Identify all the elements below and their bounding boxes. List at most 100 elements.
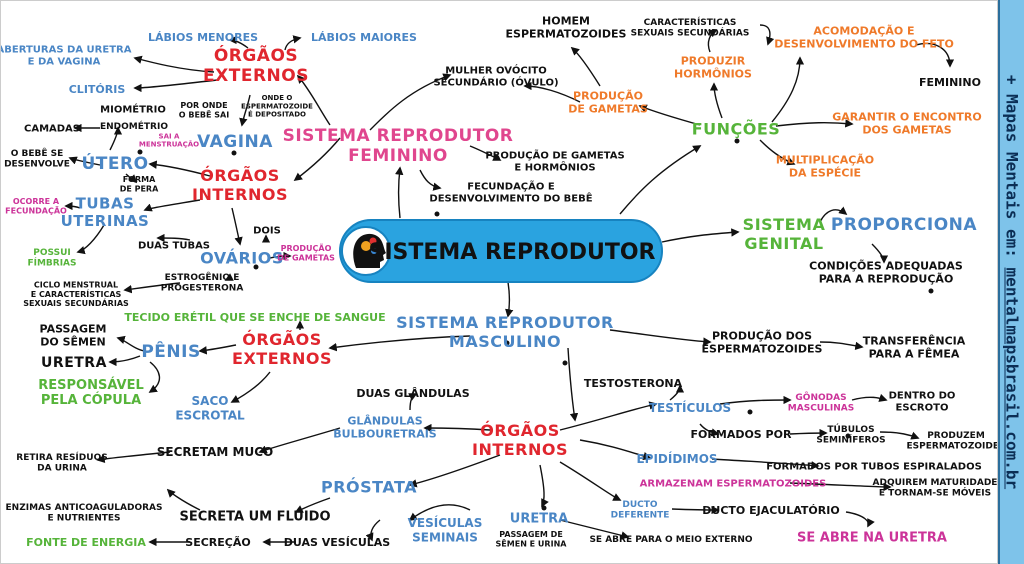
label-line: DENTRO DO <box>889 391 956 402</box>
label-line: ESCROTAL <box>175 408 245 422</box>
connector-arrow <box>293 137 341 182</box>
label-line: URETRA <box>41 355 107 371</box>
label-labios-mai: LÁBIOS MAIORES <box>311 31 417 44</box>
connector-arrow <box>123 282 181 294</box>
connector-arrow <box>228 35 249 49</box>
label-tecido: TECIDO ERÉTIL QUE SE ENCHE DE SANGUE <box>124 311 385 324</box>
connector-arrow <box>915 42 955 68</box>
sidebar-credit[interactable]: + Mapas Mentais em: mentalmapsbrasil.com… <box>1003 75 1022 489</box>
label-line: MASCULINO <box>449 332 561 351</box>
label-line: EXTERNOS <box>203 66 309 86</box>
label-line: LÁBIOS MAIORES <box>311 31 417 44</box>
label-line: FUNÇÕES <box>692 120 781 139</box>
label-line: HOMEM <box>542 14 590 27</box>
label-line: TUBAS <box>76 194 135 212</box>
label-line: DESENVOLVIMENTO DO BEBÊ <box>429 191 592 204</box>
label-duas-glandulas: DUAS GLÂNDULAS <box>356 387 469 400</box>
node-dot <box>434 211 440 217</box>
central-topic: SISTEMA REPRODUTOR <box>339 219 663 283</box>
connector-arrow <box>96 451 171 464</box>
label-line: DA ESPÉCIE <box>789 166 861 179</box>
label-line: O BEBÊ SE <box>11 147 64 159</box>
label-line: ABERTURAS DA URETRA <box>0 45 132 56</box>
label-line: E DA VAGINA <box>28 56 101 67</box>
connector-arrow <box>707 29 718 53</box>
label-line: DUCTO <box>622 500 658 510</box>
connector-arrow <box>261 234 271 243</box>
label-line: OCORRE A <box>13 197 60 206</box>
connector-arrow <box>284 35 302 51</box>
label-line: CARACTERÍSTICAS <box>644 16 737 28</box>
label-line: ÓRGÃOS <box>214 43 298 66</box>
connector-arrow <box>395 166 404 219</box>
connector-arrow <box>539 464 549 508</box>
label-line: ADQUIREM MATURIDADE <box>873 478 998 488</box>
label-line: MASCULINAS <box>788 403 854 413</box>
label-line: PARA A REPRODUÇÃO <box>819 272 954 285</box>
label-line: GÔNODAS <box>795 391 846 403</box>
label-line: DUCTO EJACULATÓRIO <box>702 504 839 517</box>
label-line: PASSAGEM <box>40 322 107 335</box>
label-line: INTERNOS <box>472 440 568 459</box>
label-line: VESÍCULAS <box>408 515 483 530</box>
sidebar-banner <box>998 0 1024 564</box>
label-line: RESPONSÁVEL <box>38 377 143 393</box>
connector-arrow <box>294 497 331 513</box>
label-line: TRANSFERÊNCIA <box>863 334 966 347</box>
label-line: SECRETAM MUCO <box>157 445 273 459</box>
node-dot <box>845 433 851 439</box>
label-line: ESPERMATOZOIDE <box>241 102 313 110</box>
label-line: É DEPOSITADO <box>248 110 306 119</box>
connector-arrow <box>198 344 237 355</box>
label-line: SECREÇÃO <box>185 536 250 549</box>
label-uretra-big: URETRA <box>41 355 107 371</box>
connector-arrow <box>505 281 514 318</box>
label-line: PÊNIS <box>141 340 200 362</box>
label-line: FÍMBRIAS <box>27 256 76 268</box>
label-line: CONDIÇÕES ADEQUADAS <box>809 259 963 272</box>
label-line: PRODUZIR <box>681 54 746 67</box>
label-line: MULTIPLICAÇÃO <box>776 153 874 166</box>
label-line: PRODUÇÃO <box>573 89 643 102</box>
connector-arrows <box>64 24 955 547</box>
label-line: SE ABRE NA URETRA <box>797 531 947 546</box>
label-line: ESPERMATOZOIDES <box>506 27 627 40</box>
label-secretam-muco: SECRETAM MUCO <box>157 445 273 459</box>
connector-arrow <box>789 482 892 492</box>
label-layer: SISTEMA REPRODUTOR FEMININO SISTEMA REPROD… <box>0 14 1005 548</box>
connector-arrow <box>269 251 292 261</box>
connector-arrow <box>116 335 146 352</box>
label-line: BULBOURETRAIS <box>333 427 437 440</box>
label-formados-por: FORMADOS POR <box>691 428 792 441</box>
label-penis: PÊNIS <box>141 340 200 362</box>
center-title: SISTEMA REPRODUTOR <box>369 240 656 265</box>
label-line: FEMININO <box>919 76 981 89</box>
label-line: DESENVOLVIMENTO DO FETO <box>774 37 954 50</box>
connector-arrow <box>408 454 501 488</box>
label-line: TESTÍCULOS <box>649 400 731 415</box>
label-line: ARMAZENAM ESPERMATOZOIDES <box>640 479 827 490</box>
label-feminino: FEMININO <box>919 76 981 89</box>
label-line: PROGESTERONA <box>161 283 244 293</box>
label-line: SISTEMA REPRODUTOR <box>396 313 614 332</box>
label-line: ESPERMATOZOIDES <box>702 342 823 355</box>
label-line: SECUNDÁRIO (ÓVULO) <box>433 75 558 88</box>
label-epididimos: EPIDÍDIMOS <box>636 451 717 466</box>
website-link[interactable]: mentalmapsbrasil.com.br <box>1002 267 1022 490</box>
